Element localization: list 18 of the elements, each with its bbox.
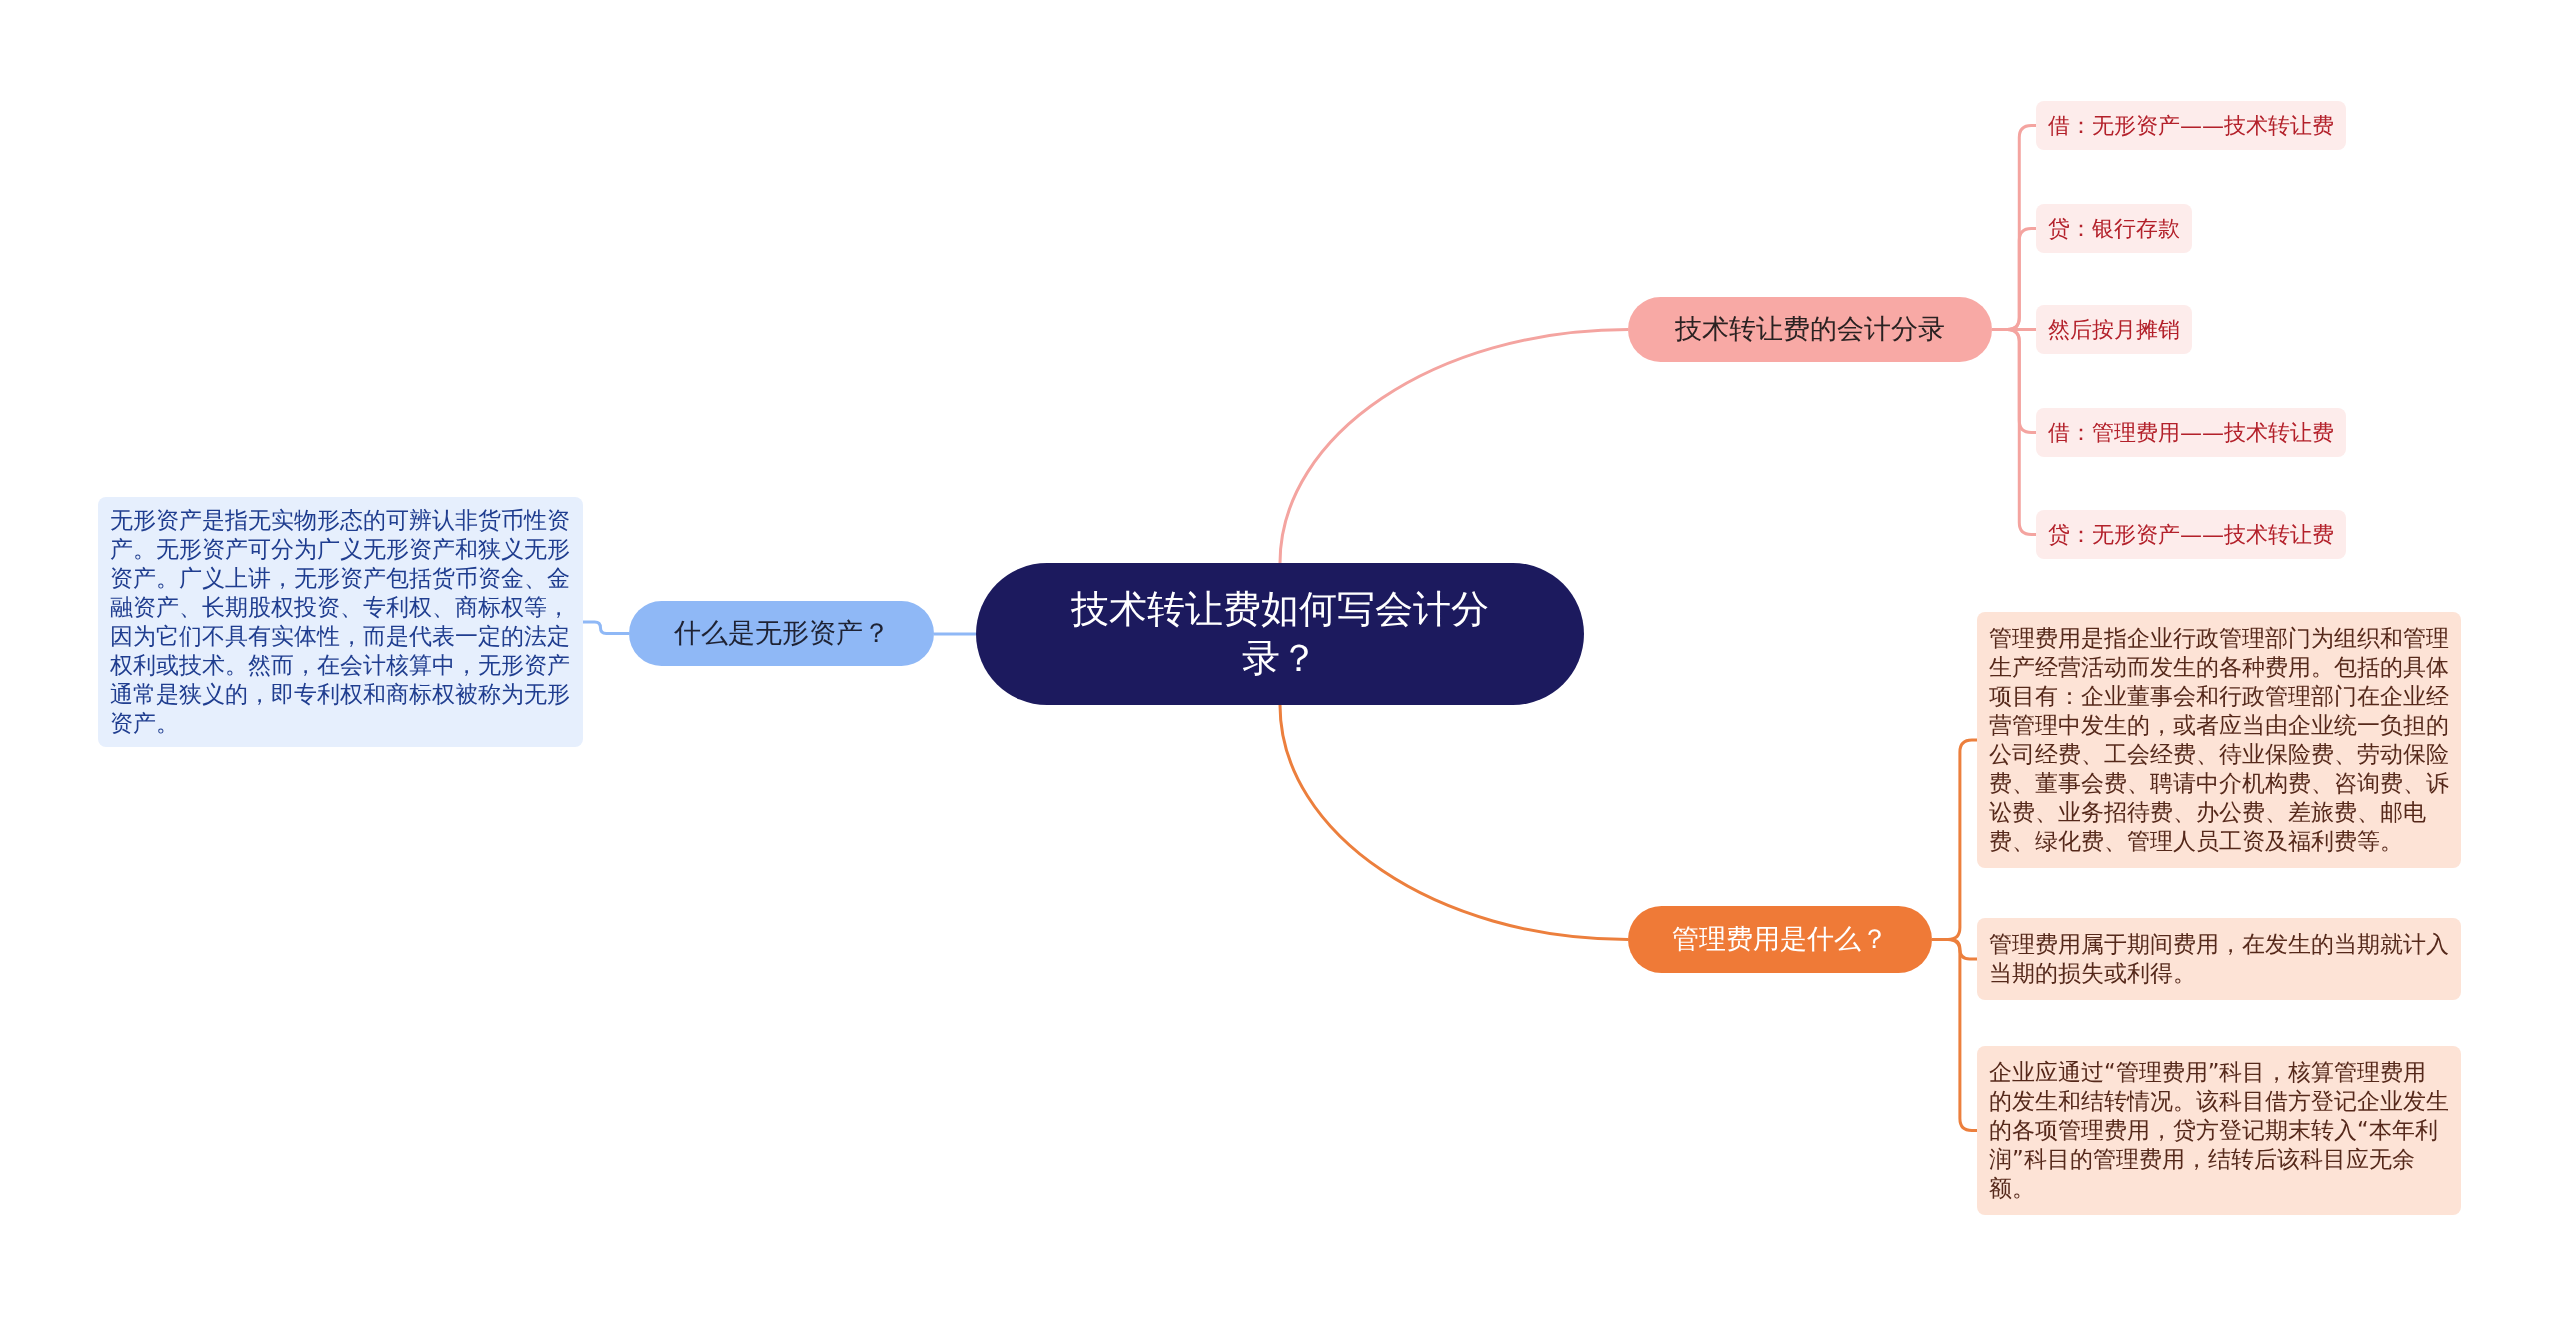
subtopic-card: 贷：无形资产——技术转让费	[2036, 510, 2346, 559]
note-card: 企业应通过“管理费用”科目，核算管理费用的发生和结转情况。该科目借方登记企业发生的各项管理费用，贷方登记期末转入“本年利润”科目的管理费用，结转后该科目应无余额。	[1977, 1046, 2461, 1215]
topic-pill: 管理费用是什么？	[1628, 906, 1932, 973]
connector-line	[1932, 938, 1977, 1132]
note-card: 管理费用是指企业行政管理部门为组织和管理生产经营活动而发生的各种费用。包括的具体项目有：企业董事会和行政管理部门在企业经营管理中发生的，或者应当由企业统一负担的公司经费、工会经费、待业保险费、劳动保险费、董事会费、聘请中介机构费、咨询费、诉讼费、业务招待费、办公费、差旅费、邮电费、绿化费、管理人员工资及福利费等。	[1977, 612, 2461, 868]
root-topic: 技术转让费如何写会计分录？	[976, 563, 1584, 705]
note-card: 管理费用属于期间费用，在发生的当期就计入当期的损失或利得。	[1977, 918, 2461, 1000]
topic-pill: 技术转让费的会计分录	[1628, 297, 1992, 362]
note-card: 无形资产是指无实物形态的可辨认非货币性资产。无形资产可分为广义无形资产和狭义无形资产。广义上讲，无形资产包括货币资金、金融资产、长期股权投资、专利权、商标权等，因为它们不具有实体性，而是代表一定的法定权利或技术。然而，在会计核算中，无形资产通常是狭义的，即专利权和商标权被称为无形资产。	[98, 497, 583, 747]
subtopic-card: 借：无形资产——技术转让费	[2036, 101, 2346, 150]
topic-pill: 什么是无形资产？	[629, 601, 934, 666]
connector-line	[934, 632, 976, 636]
subtopic-card: 贷：银行存款	[2036, 204, 2192, 253]
connector-line	[1278, 328, 1629, 564]
connector-line	[1278, 704, 1629, 941]
connector-line	[583, 620, 629, 635]
subtopic-card: 借：管理费用——技术转让费	[2036, 408, 2346, 457]
subtopic-card: 然后按月摊销	[2036, 305, 2192, 354]
